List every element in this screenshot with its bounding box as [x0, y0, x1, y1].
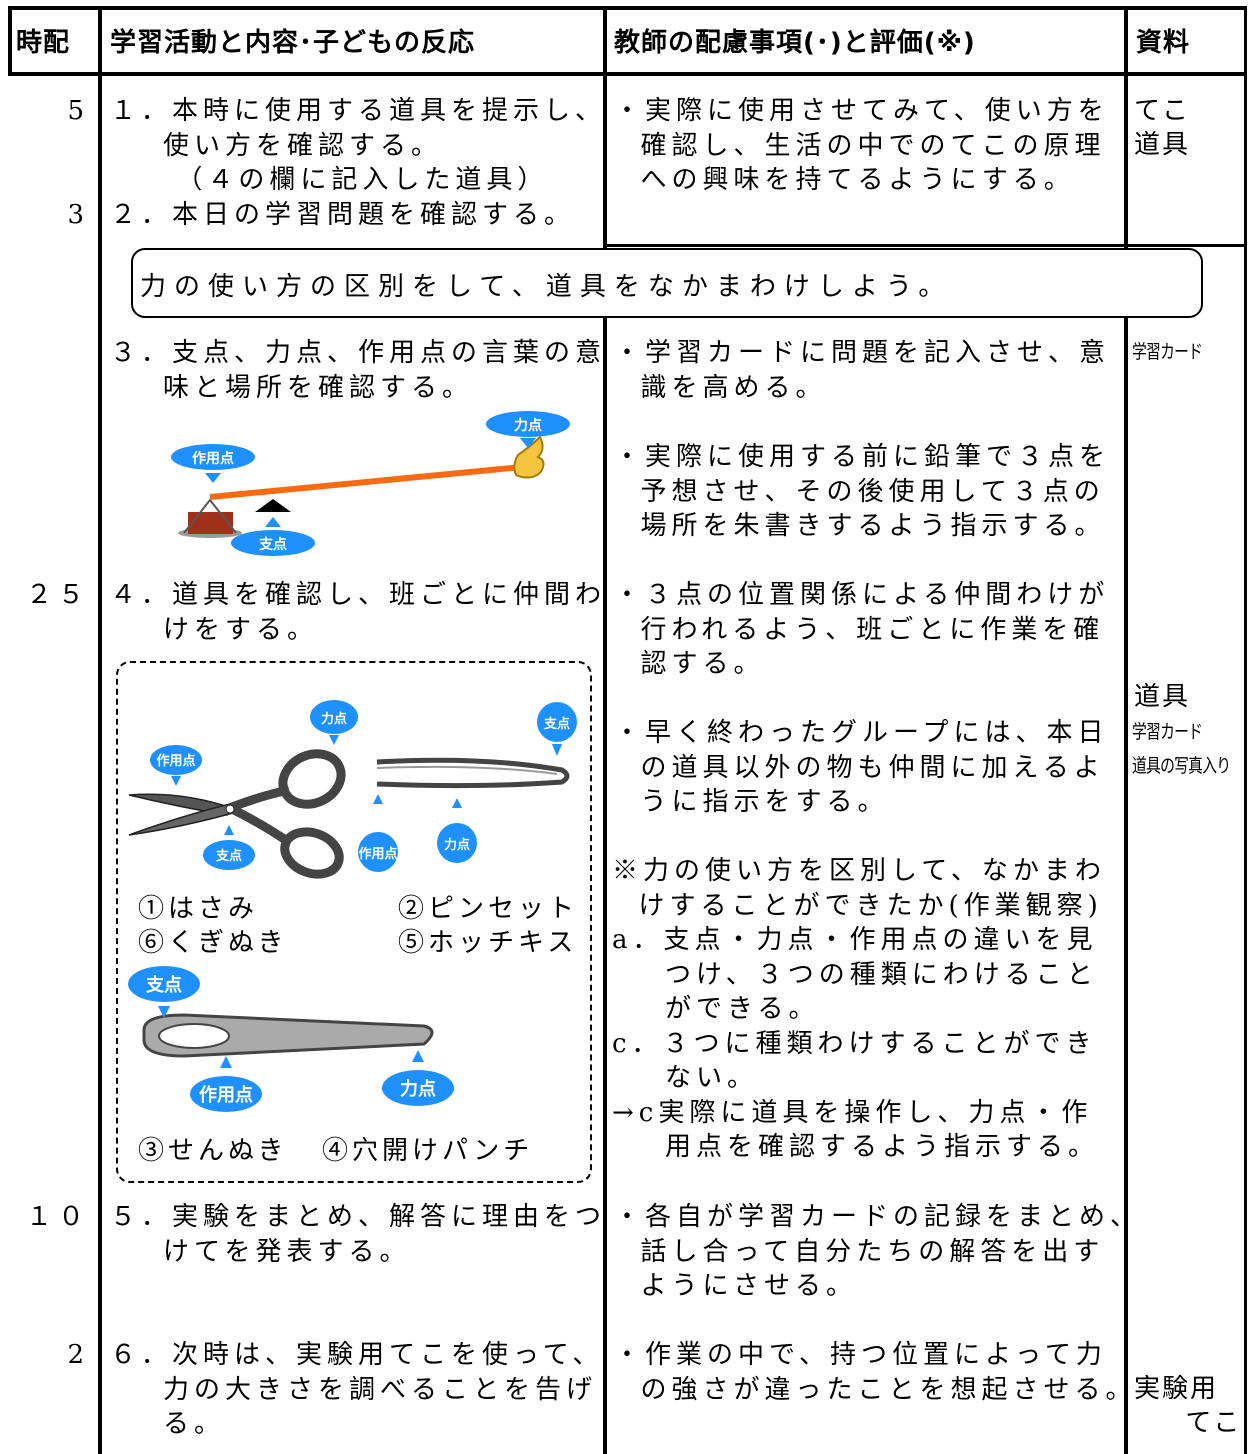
- tweezers-fulcrum-badge: 支点: [537, 702, 577, 756]
- effort-badge: 力点: [486, 411, 570, 448]
- teacher-evaluation: ※力の使い方を区別して、なかまわ けすることができたか(作業観察) a．支点・力…: [612, 856, 1106, 1162]
- activity-row6: ６．次時は、実験用てこを使って、 力の大きさを調べることを告げ る。: [110, 1340, 604, 1439]
- header-activity: 学習活動と内容･子どもの反応: [110, 28, 476, 58]
- activity-row5: ５．実験をまとめ、解答に理由をつ けてを発表する。: [110, 1202, 607, 1267]
- activity-row3: ３．支点、力点、作用点の言葉の意 味と場所を確認する。: [110, 338, 607, 403]
- scissors-load-badge: 作用点: [150, 745, 202, 786]
- time-row6: 2: [67, 1340, 90, 1370]
- activity-row4: ４．道具を確認し、班ごとに仲間わ けをする。: [110, 580, 607, 645]
- opener-fulcrum-label: 支点: [145, 974, 182, 996]
- col-divider-activity: [603, 6, 607, 1454]
- materials-row6: 実験用 てこ: [1134, 1374, 1242, 1438]
- scissors-effort-badge: 力点: [310, 700, 358, 745]
- header-bottom-border: [8, 72, 1247, 76]
- scissors-diagram: 力点 作用点 支点: [128, 700, 358, 879]
- row1-bottom-border: [603, 244, 1247, 247]
- header-teacher: 教師の配慮事項(･)と評価(※): [614, 28, 976, 58]
- tweezers-effort-badge: 力点: [437, 798, 477, 863]
- activity-row1: １．本時に使用する道具を提示し、 使い方を確認する。 （４の欄に記入した道具）: [110, 96, 607, 195]
- tweezers-fulcrum-label: 支点: [543, 716, 570, 732]
- teacher-note-2: ・学習カードに問題を記入させ、意 識を高める。: [614, 338, 1111, 403]
- table-right-border: [1244, 6, 1247, 1454]
- col-divider-time: [98, 6, 102, 1454]
- tool-stapler-label: ⑤ホッチキス: [398, 928, 578, 958]
- tweezers-load-label: 作用点: [358, 846, 397, 862]
- opener-fulcrum-badge: 支点: [128, 966, 200, 1018]
- opener-load-label: 作用点: [199, 1084, 253, 1106]
- scissors-fulcrum-badge: 支点: [203, 825, 255, 870]
- tool-pliers-label: ⑥くぎぬき: [138, 928, 288, 958]
- tool-opener-label: ③せんぬき: [138, 1136, 288, 1166]
- tweezers-load-badge: 作用点: [358, 794, 398, 872]
- tool-tweezers-label: ②ピンセット: [398, 894, 579, 924]
- tool-punch-label: ④穴開けパンチ: [322, 1136, 534, 1166]
- learning-problem-text: 力の使い方の区別をして、道具をなかまわけしよう。: [140, 272, 953, 302]
- table-top-border: [8, 6, 1247, 10]
- time-row1: 5: [67, 96, 90, 126]
- load-badge-label: 作用点: [192, 450, 234, 467]
- lever-diagram: 力点 作用点 支点: [171, 411, 570, 556]
- activity-row2: ２．本日の学習問題を確認する。: [110, 200, 576, 230]
- opener-effort-label: 力点: [400, 1078, 436, 1100]
- fulcrum-badge-label: 支点: [258, 536, 287, 553]
- header-materials: 資料: [1136, 28, 1191, 58]
- effort-badge-label: 力点: [514, 417, 542, 434]
- materials-row4-photo: 道具の写真入り: [1132, 755, 1231, 777]
- materials-row1: てこ 道具: [1134, 96, 1191, 160]
- fulcrum-badge: 支点: [231, 517, 315, 556]
- header-time: 時配: [16, 28, 71, 58]
- scissors-effort-label: 力点: [321, 711, 347, 727]
- teacher-note-4: ・３点の位置関係による仲間わけが 行われるよう、班ごとに作業を確 認する。: [614, 580, 1110, 679]
- tool-scissors-label: ①はさみ: [138, 894, 259, 924]
- tweezers-diagram: 支点 作用点 力点: [358, 702, 577, 872]
- learning-problem-box: [131, 248, 1203, 318]
- scissors-fulcrum-label: 支点: [215, 848, 242, 864]
- opener-effort-badge: 力点: [382, 1050, 454, 1106]
- teacher-note-7: ・作業の中で、持つ位置によって力 の強さが違ったことを想起させる。: [614, 1340, 1137, 1405]
- time-row5: １０: [25, 1202, 90, 1232]
- bottle-opener-diagram: 支点 作用点 力点: [128, 966, 454, 1112]
- time-row4: ２５: [25, 580, 90, 610]
- scissors-load-label: 作用点: [156, 753, 195, 769]
- materials-row4-card: 学習カード: [1132, 721, 1203, 743]
- tools-figure-box: [116, 661, 592, 1183]
- teacher-note-1: ・実際に使用させてみて、使い方を 確認し、生活の中でのてこの原理 への興味を持て…: [614, 96, 1109, 195]
- load-badge: 作用点: [171, 444, 255, 483]
- teacher-note-5: ・早く終わったグループには、本日 の道具以外の物も仲間に加えるよ うに指示をする…: [614, 718, 1109, 817]
- teacher-note-6: ・各自が学習カードの記録をまとめ、 話し合って自分たちの解答を出す ようにさせる…: [614, 1202, 1142, 1301]
- teacher-note-3: ・実際に使用する前に鉛筆で３点を 予想させ、その後使用して３点の 場所を朱書きす…: [614, 442, 1111, 541]
- tweezers-effort-label: 力点: [444, 837, 470, 853]
- time-row2: 3: [67, 200, 90, 230]
- table-left-border: [8, 6, 12, 76]
- opener-load-badge: 作用点: [190, 1056, 262, 1112]
- materials-row3: 学習カード: [1132, 341, 1203, 363]
- col-divider-teacher: [1124, 6, 1128, 1454]
- materials-row4-tools: 道具: [1134, 682, 1191, 712]
